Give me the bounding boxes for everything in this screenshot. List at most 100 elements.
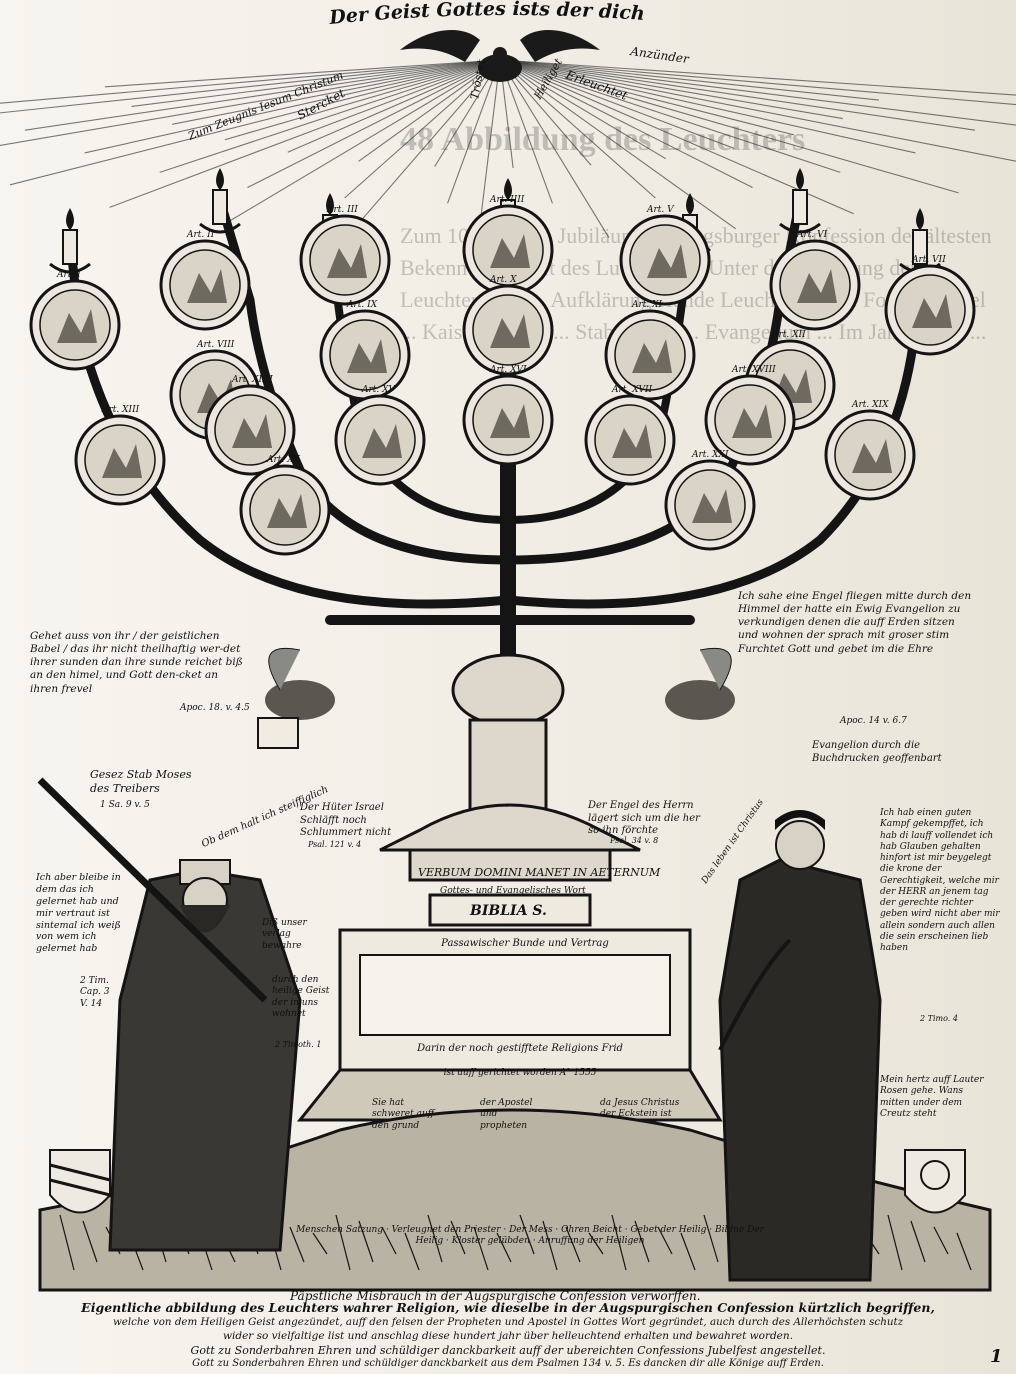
hatch-line <box>933 1226 949 1255</box>
medallion-label: Art. XI <box>631 300 663 310</box>
medallion-label: Art. III <box>326 205 358 215</box>
mein-herz-label: Mein hertz auff Lauter Rosen gehe. Wans … <box>880 1075 984 1119</box>
pedestal <box>296 653 723 1122</box>
hatch-line <box>887 1214 903 1271</box>
durch-geist-ref: 2 Timoth. 1 <box>275 1040 322 1049</box>
verbum-domini-label: VERBUM DOMINI MANET IN AETERNUM <box>418 866 661 879</box>
ray-line <box>9 59 501 186</box>
ray-line <box>499 59 795 136</box>
ray-line <box>109 59 501 208</box>
ray-line <box>499 59 1016 106</box>
ray-line <box>499 59 854 215</box>
medallion-scene-icon <box>797 269 837 303</box>
jesus-eckstein-label: da Jesus Christus der Eckstein ist <box>600 1098 680 1120</box>
evangelion-label: Evangelion durch die Buchdrucken geoffen… <box>812 740 942 764</box>
hatch-line <box>82 1220 98 1263</box>
rock-labels: Menschen Satzung · Verleugnet den Priest… <box>296 1225 764 1247</box>
hatch-line <box>657 1226 673 1255</box>
caption-line-2: welche von dem Heiligen Geist angezündet… <box>112 1316 904 1328</box>
caption-line-4: Gott zu Sonderbahren Ehren und schüldige… <box>190 1344 826 1357</box>
ray-line <box>499 59 879 101</box>
hatch-line <box>588 1232 604 1255</box>
medallion-scene-icon <box>647 244 687 278</box>
religions-frid-label: Darin der noch gestifftete Religions Fri… <box>417 1043 623 1054</box>
ray-line <box>0 59 501 114</box>
dove-icon <box>400 29 600 82</box>
ray-line <box>159 59 501 173</box>
gottes-wort-label: Gottes- und Evangelisches Wort <box>440 886 586 896</box>
hatch-line <box>542 1220 558 1271</box>
ray-line <box>172 59 501 125</box>
hatch-line <box>473 1226 489 1271</box>
candle <box>62 229 78 265</box>
hatch-line <box>289 1226 305 1263</box>
hatch-line <box>519 1214 535 1255</box>
left-figure-quote: Ich aber bleibe in dem das ich gelernet … <box>36 872 121 955</box>
medallion-scene-icon <box>490 314 530 348</box>
ray-line <box>0 59 501 104</box>
candle-flame-icon <box>326 193 334 215</box>
misbrauch-label: Päpstliche Misbrauch in der Augspurgisch… <box>289 1289 701 1303</box>
medallion-scene-icon <box>327 244 367 278</box>
candle <box>212 189 228 225</box>
medallion-label: Art. XIX <box>851 400 889 410</box>
hatch-line <box>910 1220 926 1263</box>
ray-line <box>499 59 610 238</box>
ray-line <box>499 59 553 204</box>
medallion-scene-icon <box>102 444 142 478</box>
medallion-label: Art. XII <box>771 330 806 340</box>
right-figure-ref: 2 Timo. 4 <box>920 1014 958 1023</box>
ray-line <box>358 59 501 162</box>
hatch-line <box>703 1214 719 1263</box>
religions-frid-year: ist auff gerichtet worden A° 1555 <box>443 1068 597 1078</box>
bible-book-icon <box>428 893 592 927</box>
medallion-scene-icon <box>490 404 530 438</box>
medallion-label: Art. VII <box>911 255 946 265</box>
candle-holder <box>49 262 91 274</box>
ray-line <box>499 59 753 189</box>
angel-right-icon <box>665 647 735 720</box>
header-banner: Der Geist Gottes ists der dich <box>327 0 645 29</box>
ray-line <box>347 59 501 236</box>
ray-line <box>499 59 1016 162</box>
stab-moses-ref: 1 Sa. 9 v. 5 <box>100 800 150 810</box>
medallion-label: Art. XV <box>361 385 397 395</box>
hatch-line <box>381 1226 397 1255</box>
hatch-line <box>611 1214 627 1271</box>
hatch-line <box>634 1220 650 1263</box>
bund-label: Passawischer Bunde und Vertrag <box>441 938 609 949</box>
caption-line-5: Gott zu Sonderbahren Ehren und schüldige… <box>192 1358 824 1369</box>
candle-holder <box>199 222 241 234</box>
ray-line <box>223 59 501 225</box>
hatch-line <box>680 1232 696 1271</box>
medallion-scene-icon <box>612 424 652 458</box>
right-angel-ref: Apoc. 14 v. 6.7 <box>840 716 907 726</box>
medallion-scene-icon <box>362 424 402 458</box>
luther-figure <box>718 810 882 1282</box>
left-babel-quote: Gehet auss von ihr / der geistlichen Bab… <box>30 630 243 695</box>
ray-line <box>24 59 501 131</box>
hueter-israel-ref: Psal. 121 v. 4 <box>308 840 362 849</box>
ray-line <box>499 59 843 120</box>
ray-line <box>499 59 1016 96</box>
medallion-label: Art. XVI <box>489 365 527 375</box>
medallion-label: Art. XIIII <box>231 375 273 385</box>
candle-flame-icon <box>66 208 74 230</box>
page-number: 1 <box>990 1346 1003 1367</box>
coat-of-arms-left-icon <box>49 1149 111 1214</box>
candle-flame-icon <box>916 208 924 230</box>
ray-line <box>247 59 501 189</box>
ray-line <box>0 59 501 146</box>
medallion-label: Art. IIII <box>489 195 525 205</box>
hatch-line <box>565 1226 581 1263</box>
sie-hat-label: Sie hat schweret auff den grund <box>372 1098 435 1131</box>
candle-flame-icon <box>216 168 224 190</box>
engel-des-herrn-ref: Psal. 34 v. 8 <box>610 836 659 845</box>
medallion-label: Art. X <box>489 275 517 285</box>
open-book-icon <box>257 717 299 749</box>
ray-line <box>499 59 841 173</box>
left-figure-quote-2: Diß unser verlag bewahre <box>262 918 307 951</box>
